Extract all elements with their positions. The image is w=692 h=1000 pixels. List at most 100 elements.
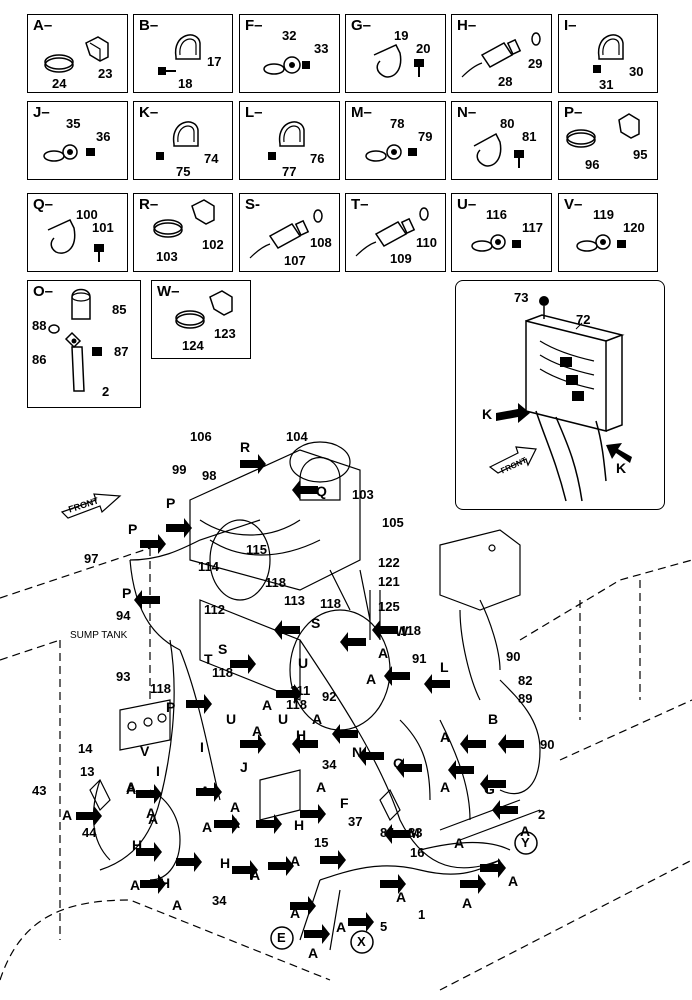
view-letter: P [122, 585, 132, 601]
part-number: 80 [500, 116, 515, 131]
view-letter: A [62, 807, 73, 823]
view-letter: A [262, 697, 273, 713]
part-number: 90 [540, 737, 555, 752]
view-letter: A [172, 897, 183, 913]
part-number: 112 [204, 602, 225, 617]
view-arrow-label: K [616, 460, 627, 476]
part-number: 74 [204, 151, 219, 166]
view-letter: A [200, 783, 211, 799]
view-letter: H [132, 837, 143, 853]
view-arrow-label: K [482, 406, 493, 422]
part-number: 34 [212, 893, 227, 908]
detail-title: A– [33, 17, 53, 34]
detail-box-h: H– 28 29 [451, 14, 552, 93]
view-letter: F [340, 795, 349, 811]
part-number: 17 [207, 54, 222, 69]
part-number: 94 [116, 608, 131, 623]
part-number: 5 [380, 919, 388, 934]
part-number: 44 [82, 825, 97, 840]
band-clip-drawing [44, 36, 109, 73]
band-clip-drawing [566, 113, 640, 148]
detail-title: P– [564, 104, 583, 121]
detail-box-i: I– 30 31 [558, 14, 658, 93]
detail-box-w: W– 124 123 [151, 280, 251, 359]
view-letter: I [156, 763, 160, 779]
view-letter: A [290, 905, 301, 921]
part-number: 29 [528, 56, 543, 71]
part-number: 118 [212, 665, 233, 680]
battery-cable-drawing [48, 288, 102, 392]
part-number: 116 [486, 207, 507, 222]
view-letter: A [440, 779, 451, 795]
detail-title: V– [564, 196, 583, 213]
view-letter: A [202, 819, 213, 835]
loop-clip-drawing [593, 34, 624, 73]
view-letter: A [366, 671, 377, 687]
part-number: 2 [538, 807, 546, 822]
hose-clamp-drawing [43, 144, 95, 162]
view-letter: A [126, 779, 137, 795]
detail-box-n: N– 80 81 [451, 101, 552, 180]
view-letter: V [140, 743, 150, 759]
part-number: 86 [32, 352, 47, 367]
band-clip-drawing [175, 290, 233, 329]
loop-clip-drawing [268, 121, 305, 160]
view-letter: J [240, 759, 248, 775]
sensor-drawing [461, 32, 541, 78]
detail-box-m: M– 78 79 [345, 101, 446, 180]
detail-box-t: T– 109 110 [345, 193, 446, 272]
part-number: 31 [599, 77, 614, 92]
part-number: 121 [378, 574, 400, 589]
part-number: 114 [198, 559, 219, 574]
part-number: 76 [310, 151, 325, 166]
view-letter: A [462, 895, 473, 911]
part-number: 75 [176, 164, 191, 179]
part-number: 77 [282, 164, 297, 179]
part-number: 122 [378, 555, 400, 570]
hose-clamp-drawing [471, 234, 521, 252]
detail-box-a: A– 24 23 [27, 14, 128, 93]
part-number: 96 [585, 157, 600, 172]
view-letter: A [316, 779, 327, 795]
detail-title: Q– [33, 196, 54, 213]
detail-box-f: F– 32 33 [239, 14, 340, 93]
view-letter: U [278, 711, 289, 727]
part-number: 103 [352, 487, 374, 502]
detail-title: S- [245, 196, 260, 213]
sump-tank-label: SUMP TANK [70, 630, 128, 641]
detail-title: L– [245, 104, 263, 121]
detail-title: T– [351, 196, 369, 213]
detail-title: J– [33, 104, 50, 121]
view-letter: P [128, 521, 138, 537]
detail-box-j: J– 35 36 [27, 101, 128, 180]
view-letter: A [250, 867, 261, 883]
detail-box-s: S- 107 108 [239, 193, 340, 272]
part-number: 14 [78, 741, 93, 756]
part-number: 84 [380, 825, 395, 840]
part-number: 91 [412, 651, 427, 666]
detail-box-g: G– 19 20 [345, 14, 446, 93]
part-number: 105 [382, 515, 404, 530]
p-clamp-drawing [373, 44, 424, 78]
view-letter: A [440, 729, 451, 745]
detail-title: M– [351, 104, 372, 121]
part-number: 103 [156, 249, 178, 264]
part-number: 124 [182, 338, 204, 353]
part-number: 106 [190, 429, 212, 444]
view-letter: T [204, 651, 213, 667]
detail-box-q: Q– 100 101 [27, 193, 128, 272]
part-number: 101 [92, 220, 114, 235]
view-letter: A [520, 823, 531, 839]
callout-circle-label: X [357, 934, 366, 949]
detail-title: G– [351, 17, 372, 34]
view-letter: A [230, 815, 241, 831]
detail-title: R– [139, 196, 159, 213]
part-number: 102 [202, 237, 224, 252]
view-letter: A [148, 811, 159, 827]
part-number: 83 [408, 825, 423, 840]
part-number: 99 [172, 462, 187, 477]
sensor-drawing [355, 207, 429, 257]
part-number: 28 [498, 74, 513, 89]
part-number: 113 [284, 593, 305, 608]
